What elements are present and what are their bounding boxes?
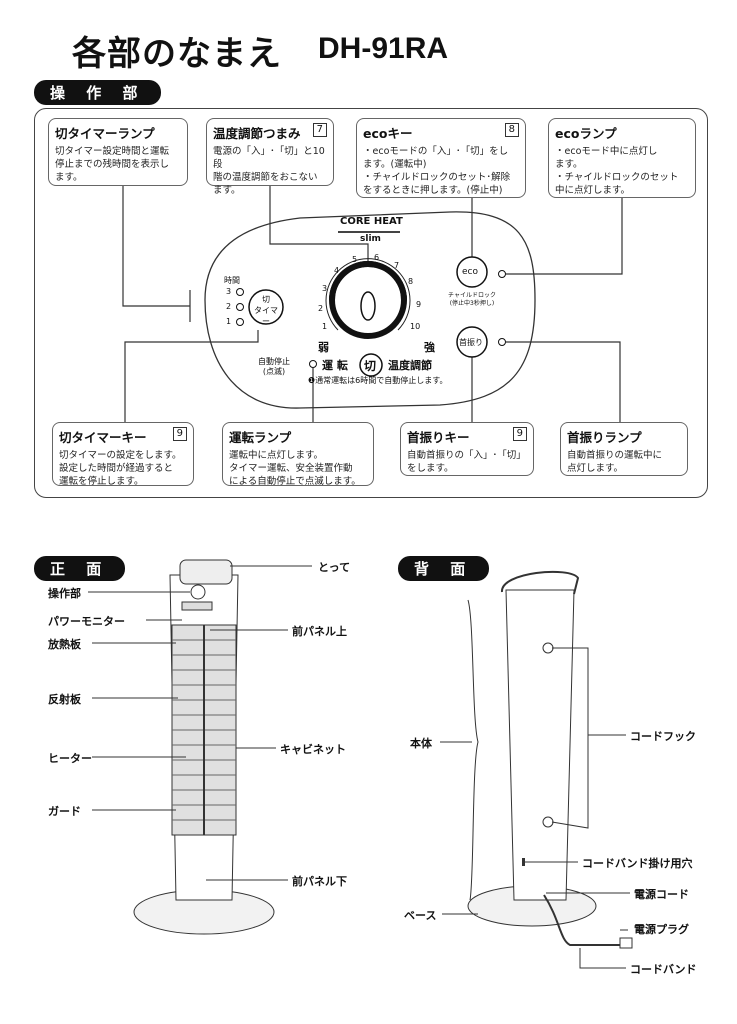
label-control-panel: 操作部 xyxy=(48,587,81,600)
callout-run-lamp: 運転ランプ 運転中に点灯します。 タイマー運転、安全装置作動 による自動停止で点… xyxy=(222,422,374,487)
callout-title: 運転ランプ xyxy=(229,430,292,445)
label-reflector: 反射板 xyxy=(48,693,81,706)
off-timer-button[interactable]: 切 タイマー xyxy=(254,295,278,326)
dial-number: 9 xyxy=(416,300,422,309)
label-front-panel-lower: 前パネル下 xyxy=(292,875,347,888)
dial-number: 8 xyxy=(408,277,414,286)
label-base: ベース xyxy=(404,909,437,922)
dial-number: 4 xyxy=(334,266,340,275)
callout-swing-lamp: 首振りランプ 自動首振りの運転中に 点灯します。 xyxy=(560,422,688,476)
timer-hour-3: 3 xyxy=(226,287,232,296)
callout-swing-key: 首振りキー 9 自動首振りの「入」･「切」 をします。 xyxy=(400,422,534,476)
label-cabinet: キャビネット xyxy=(280,743,346,756)
control-panel-frame xyxy=(34,108,708,498)
dial-number: 1 xyxy=(322,322,328,331)
callout-text: ・ecoモードの「入」･「切」をし ます。(運転中) ・チャイルドロックのセット… xyxy=(363,146,511,196)
label-power-monitor: パワーモニター xyxy=(48,615,125,628)
callout-title: 首振りランプ xyxy=(567,430,642,445)
callout-title: 温度調節つまみ xyxy=(213,126,301,141)
label-body: 本体 xyxy=(410,737,432,750)
brand-slim: slim xyxy=(360,234,381,244)
page-ref: 8 xyxy=(504,123,519,137)
auto-stop-label: 自動停止 (点滅) xyxy=(258,357,290,376)
label-heat-sink: 放熱板 xyxy=(48,638,81,651)
label-cord-band: コードバンド xyxy=(630,963,697,976)
temp-adjust-label: 温度調節 xyxy=(388,359,432,372)
label-guard: ガード xyxy=(48,805,81,818)
callout-title: 切タイマーランプ xyxy=(55,126,155,141)
dial-number: 6 xyxy=(374,253,380,262)
timer-hour-2: 2 xyxy=(226,302,232,311)
label-power-cord: 電源コード xyxy=(634,888,689,901)
timer-hours-label: 時間 xyxy=(224,276,240,285)
callout-title: 切タイマーキー xyxy=(59,430,147,445)
dial-number: 5 xyxy=(352,255,358,264)
brand-core-heat: CORE HEAT xyxy=(340,216,403,227)
weak-label: 弱 xyxy=(318,341,329,354)
page-ref: 7 xyxy=(312,123,327,137)
front-section-label: 正 面 xyxy=(34,556,126,581)
page-ref: 9 xyxy=(512,427,527,441)
swing-button[interactable]: 首振り xyxy=(459,338,483,347)
callout-text: 電源の「入」･「切」と10段 階の温度調節をおこない ます。 xyxy=(213,146,325,196)
callout-text: 自動首振りの「入」･「切」 をします。 xyxy=(407,450,526,474)
dial-number: 7 xyxy=(394,261,400,270)
page-ref: 9 xyxy=(172,427,187,441)
label-front-panel-upper: 前パネル上 xyxy=(292,625,347,638)
callout-text: 運転中に点灯します。 タイマー運転、安全装置作動 による自動停止で点滅します。 xyxy=(229,450,361,487)
callout-text: ・ecoモード中に点灯し ます。 ・チャイルドロックのセット 中に点灯します。 xyxy=(555,146,679,196)
timer-hour-1: 1 xyxy=(226,317,232,326)
label-heater: ヒーター xyxy=(48,752,92,765)
callout-off-timer-lamp: 切タイマーランプ 切タイマー設定時間と運転 停止までの残時間を表示し ます。 xyxy=(48,118,188,186)
dial-number: 2 xyxy=(318,304,324,313)
callout-eco-key: ecoキー 8 ・ecoモードの「入」･「切」をし ます。(運転中) ・チャイル… xyxy=(356,118,526,198)
label-handle: とって xyxy=(318,561,351,574)
callout-title: ecoランプ xyxy=(555,126,617,141)
control-section-label: 操 作 部 xyxy=(34,80,162,105)
callout-title: 首振りキー xyxy=(407,430,470,445)
model-number: DH-91RA xyxy=(318,32,449,65)
auto-stop-note: ❶通常運転は6時間で自動停止します。 xyxy=(308,376,448,385)
run-label: 運 転 xyxy=(322,359,348,372)
callout-text: 自動首振りの運転中に 点灯します。 xyxy=(567,450,663,474)
back-section-label: 背 面 xyxy=(398,556,490,581)
page-title: 各部のなまえ xyxy=(72,34,282,74)
callout-temp-knob: 温度調節つまみ 7 電源の「入」･「切」と10段 階の温度調節をおこない ます。 xyxy=(206,118,334,196)
callout-eco-lamp: ecoランプ ・ecoモード中に点灯し ます。 ・チャイルドロックのセット 中に… xyxy=(548,118,696,198)
label-cord-band-hole: コードバンド掛け用穴 xyxy=(582,857,693,870)
eco-button[interactable]: eco xyxy=(462,267,478,277)
callout-off-timer-key: 切タイマーキー 9 切タイマーの設定をします。 設定した時間が経過すると 運転を… xyxy=(52,422,194,487)
callout-text: 切タイマーの設定をします。 設定した時間が経過すると 運転を停止します。 xyxy=(59,450,182,487)
label-power-plug: 電源プラグ xyxy=(634,923,689,936)
strong-label: 強 xyxy=(424,341,435,354)
dial-number: 10 xyxy=(410,322,421,331)
callout-text: 切タイマー設定時間と運転 停止までの残時間を表示し ます。 xyxy=(55,146,170,183)
callout-title: ecoキー xyxy=(363,126,413,141)
power-off-button[interactable]: 切 xyxy=(364,359,377,373)
label-cord-hook: コードフック xyxy=(630,730,696,743)
dial-number: 3 xyxy=(322,284,328,293)
child-lock-label: チャイルドロック (停止中3秒押し) xyxy=(448,292,496,307)
